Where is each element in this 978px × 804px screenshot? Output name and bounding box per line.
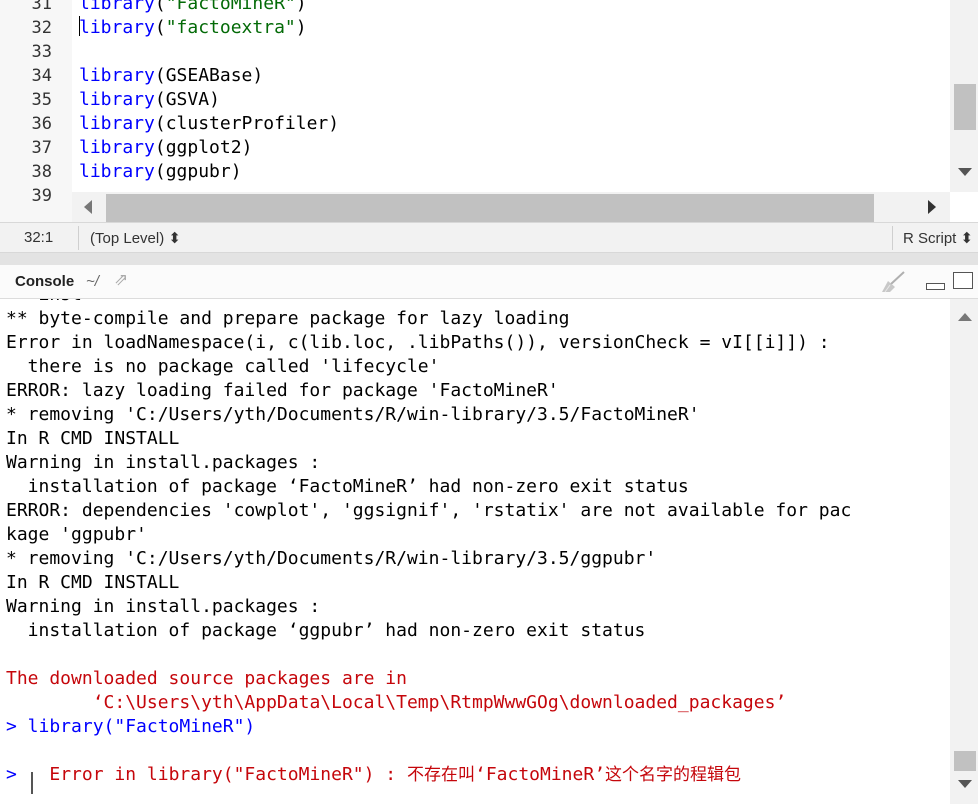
function-argument: "factoextra" bbox=[165, 17, 296, 38]
line-number: 38 bbox=[31, 162, 52, 182]
console-input-line: > library("FactoMineR") bbox=[6, 716, 256, 737]
console-tab[interactable]: Console bbox=[15, 273, 75, 290]
editor-horizontal-scroll-thumb[interactable] bbox=[106, 194, 874, 222]
function-name: library bbox=[79, 65, 155, 86]
code-line[interactable]: library(GSEABase) bbox=[79, 65, 264, 86]
working-directory: ~/ bbox=[86, 273, 99, 290]
source-editor[interactable]: 31 32 33 34 35 36 37 38 39 library("FactoMineR")… bbox=[0, 0, 978, 222]
function-name: library bbox=[79, 89, 155, 110]
text-cursor bbox=[31, 772, 33, 794]
console-prompt[interactable]: > bbox=[6, 763, 17, 787]
cursor-position: 32:1 bbox=[24, 229, 54, 246]
function-argument: ggplot2 bbox=[165, 137, 242, 158]
code-line[interactable]: library("factoextra") bbox=[79, 16, 307, 38]
console-line: Error in loadNamespace(i, c(lib.loc, .li… bbox=[6, 332, 830, 353]
function-name: library bbox=[79, 137, 155, 158]
console-output[interactable]: inst** byte-compile and prepare package … bbox=[0, 299, 950, 804]
function-name: library bbox=[79, 0, 155, 14]
code-line[interactable]: library(GSVA) bbox=[79, 89, 220, 110]
maximize-icon[interactable] bbox=[953, 272, 973, 289]
console-vertical-scroll-thumb[interactable] bbox=[954, 751, 976, 771]
console-line: In R CMD INSTALL bbox=[6, 428, 180, 449]
console-line: Warning in install.packages : bbox=[6, 596, 321, 617]
function-argument: ggpubr bbox=[165, 161, 231, 182]
line-number-gutter: 31 32 33 34 35 36 37 38 39 bbox=[0, 0, 72, 222]
line-number: 39 bbox=[31, 186, 52, 206]
console-line: ‘C:\Users\yth\AppData\Local\Temp\RtmpWww… bbox=[6, 692, 787, 713]
prompt-symbol: > bbox=[6, 764, 17, 785]
console-line: * removing 'C:/Users/yth/Documents/R/win… bbox=[6, 404, 700, 425]
line-number: 37 bbox=[31, 138, 52, 158]
function-argument: GSEABase bbox=[165, 65, 253, 86]
function-argument: "FactoMineR" bbox=[165, 0, 296, 14]
error-package-name: ‘FactoMineR’ bbox=[474, 764, 606, 785]
editor-vertical-scrollbar[interactable] bbox=[950, 0, 978, 192]
pane-splitter[interactable] bbox=[0, 253, 978, 265]
scroll-down-arrow-icon[interactable] bbox=[958, 780, 972, 788]
status-divider bbox=[78, 226, 79, 250]
scroll-left-arrow-icon[interactable] bbox=[84, 200, 92, 214]
editor-horizontal-scrollbar[interactable] bbox=[72, 192, 950, 222]
go-to-directory-icon[interactable]: ⇗ bbox=[114, 270, 129, 289]
console-vertical-scrollbar[interactable] bbox=[950, 299, 978, 804]
function-name: library bbox=[79, 113, 155, 134]
console-line: ERROR: lazy loading failed for package '… bbox=[6, 380, 559, 401]
scroll-down-arrow-icon[interactable] bbox=[958, 168, 972, 176]
error-message: 不存在叫 bbox=[406, 765, 475, 785]
function-name: library bbox=[79, 17, 155, 38]
code-line[interactable]: library(ggplot2) bbox=[79, 137, 253, 158]
console-line: The downloaded source packages are in bbox=[6, 668, 407, 689]
scroll-up-arrow-icon[interactable] bbox=[958, 313, 972, 321]
console-line: inst bbox=[6, 299, 82, 307]
line-number: 32 bbox=[31, 18, 52, 38]
line-number: 36 bbox=[31, 114, 52, 134]
console-line: * removing 'C:/Users/yth/Documents/R/win… bbox=[6, 548, 657, 569]
status-divider bbox=[892, 226, 893, 250]
console-line: Warning in install.packages : bbox=[6, 452, 321, 473]
minimize-icon[interactable] bbox=[926, 283, 945, 290]
line-number: 34 bbox=[31, 66, 52, 86]
console-line: In R CMD INSTALL bbox=[6, 572, 180, 593]
console-line: installation of package ‘FactoMineR’ had… bbox=[6, 476, 689, 497]
editor-status-bar: 32:1 (Top Level) ⬍ R Script ⬍ bbox=[0, 222, 978, 253]
line-number: 33 bbox=[31, 42, 52, 62]
text-cursor bbox=[79, 16, 80, 36]
broom-icon[interactable] bbox=[878, 270, 906, 294]
function-name: library bbox=[79, 161, 155, 182]
code-line[interactable]: library("FactoMineR") bbox=[79, 0, 307, 16]
code-line[interactable]: library(clusterProfiler) bbox=[79, 113, 340, 134]
editor-vertical-scroll-thumb[interactable] bbox=[954, 84, 976, 130]
scope-selector[interactable]: (Top Level) ⬍ bbox=[90, 230, 181, 247]
scroll-right-arrow-icon[interactable] bbox=[928, 200, 936, 214]
function-argument: GSVA bbox=[165, 89, 210, 110]
console-line: there is no package called 'lifecycle' bbox=[6, 356, 440, 377]
line-number: 35 bbox=[31, 90, 52, 110]
console-line: ERROR: dependencies 'cowplot', 'ggsignif… bbox=[6, 500, 852, 521]
console-line: kage 'ggpubr' bbox=[6, 524, 147, 545]
console-line: ** byte-compile and prepare package for … bbox=[6, 308, 570, 329]
error-prefix: Error in library("FactoMineR") : bbox=[49, 764, 407, 785]
line-number: 31 bbox=[31, 0, 52, 14]
function-argument: clusterProfiler bbox=[165, 113, 329, 134]
error-message: 这个名字的程辑包 bbox=[605, 765, 742, 785]
console-header: Console ~/ ⇗ bbox=[0, 265, 978, 299]
console-error-line: Error in library("FactoMineR") : 不存在叫‘Fa… bbox=[6, 739, 741, 785]
code-line[interactable]: library(ggpubr) bbox=[79, 161, 242, 182]
file-type-selector[interactable]: R Script ⬍ bbox=[903, 230, 974, 247]
console-line: installation of package ‘ggpubr’ had non… bbox=[6, 620, 646, 641]
